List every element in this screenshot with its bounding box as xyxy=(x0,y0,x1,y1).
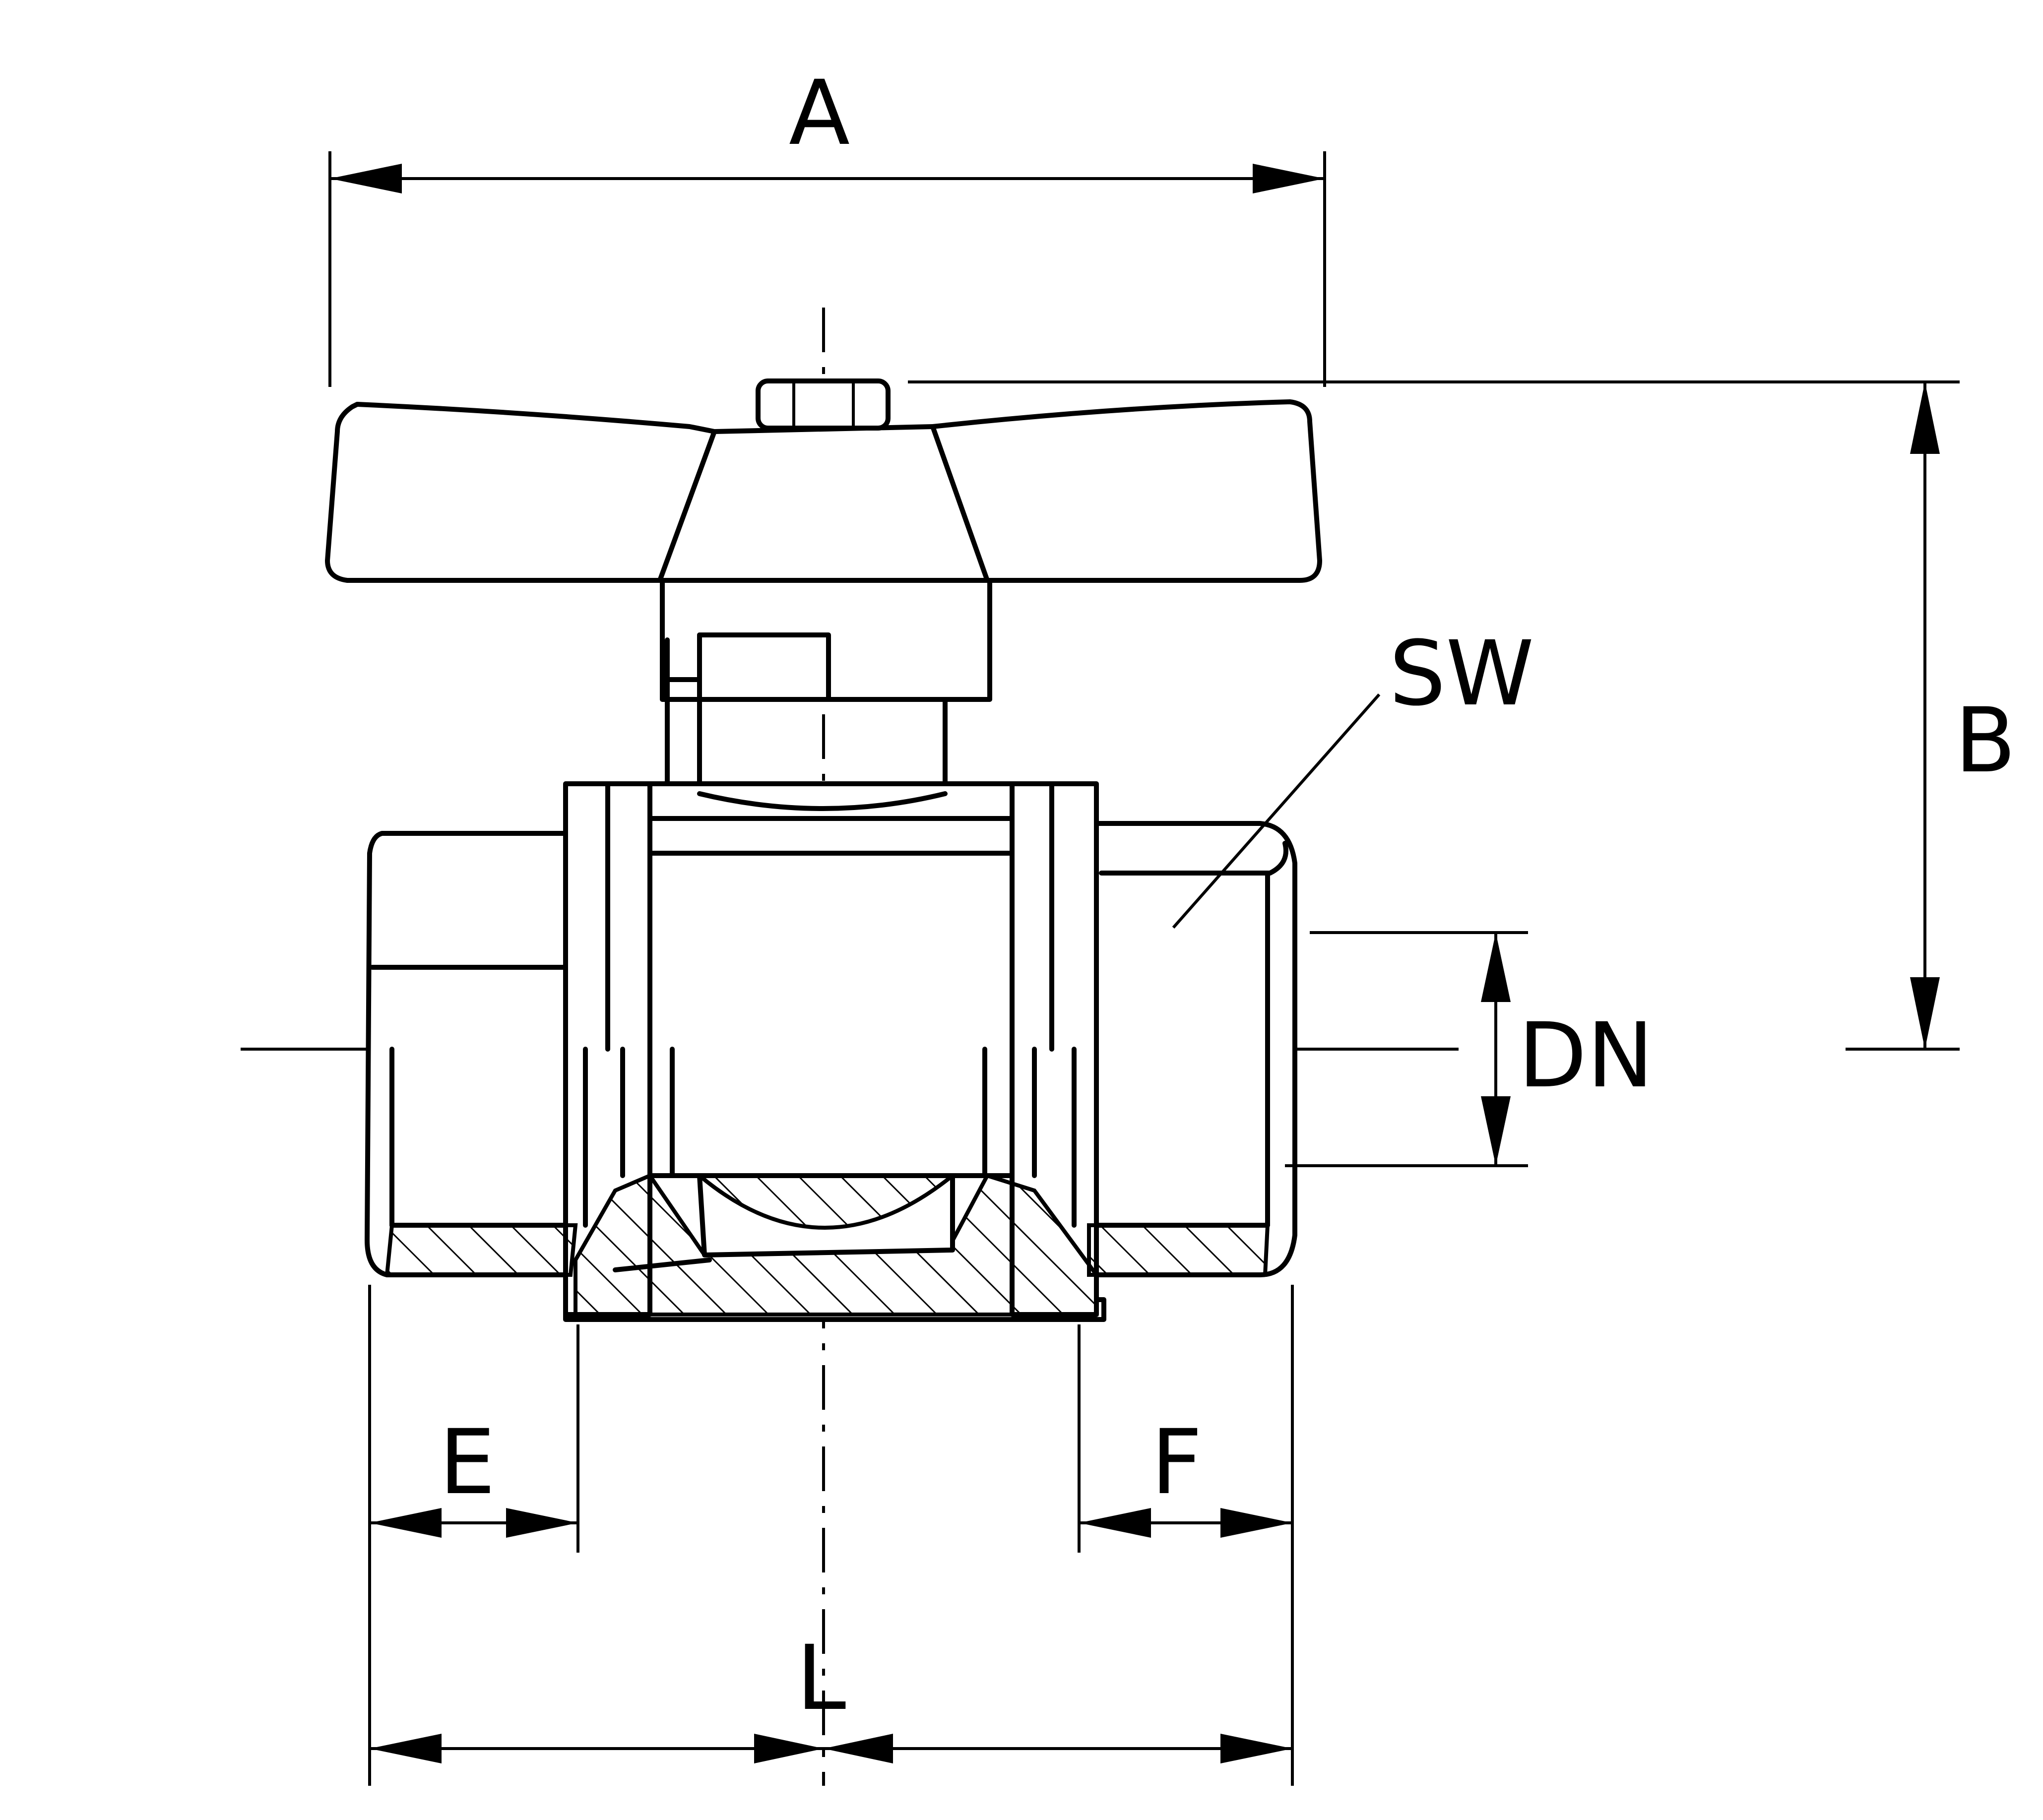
label-f: F xyxy=(1151,1411,1203,1514)
label-e: E xyxy=(439,1411,496,1514)
valve-stem xyxy=(660,578,992,786)
section-hatched-area xyxy=(384,1173,1270,1317)
label-dn: DN xyxy=(1518,1004,1654,1108)
dimension-a xyxy=(328,151,1326,387)
label-l: L xyxy=(796,1627,846,1730)
valve-body xyxy=(365,781,1297,1322)
handle-nut xyxy=(756,378,891,431)
dimension-e xyxy=(368,1285,579,1786)
dimension-l xyxy=(370,1734,1292,1763)
butterfly-handle xyxy=(325,399,1322,583)
dimension-f xyxy=(1078,1285,1294,1786)
dimension-b xyxy=(908,380,1960,1051)
label-a: A xyxy=(789,62,850,165)
label-b: B xyxy=(1955,689,2016,793)
label-sw: SW xyxy=(1389,622,1534,726)
dimension-dn xyxy=(1285,931,1528,1167)
sw-leader-line xyxy=(1172,693,1381,929)
